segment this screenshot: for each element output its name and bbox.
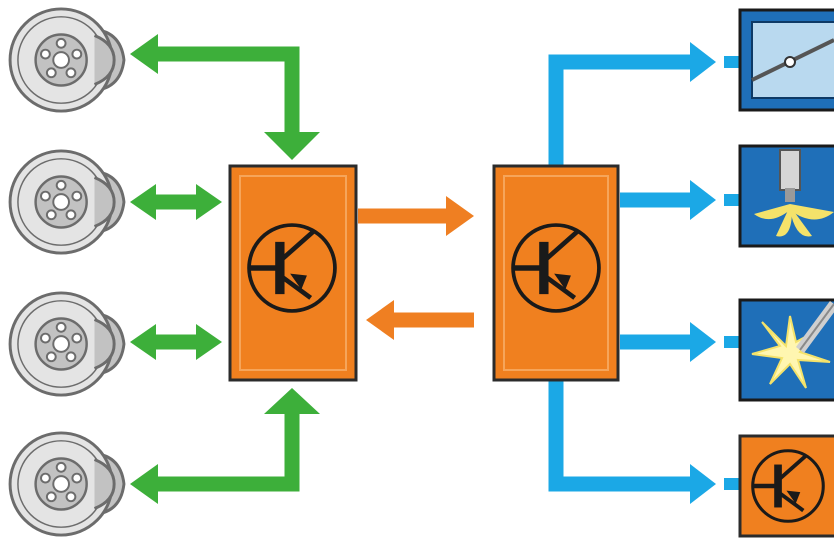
brake-disc-icon (8, 431, 126, 537)
brake-disc-icon (8, 149, 126, 255)
brake-disc-icon (8, 7, 126, 113)
module-link-arrows (358, 196, 474, 340)
spark-plug-icon (738, 298, 834, 402)
transistor-icon (738, 434, 834, 538)
fuel-injector-icon (738, 144, 834, 248)
output-devices (738, 8, 834, 538)
brake-discs (8, 7, 126, 537)
brake-disc-icon (8, 291, 126, 397)
central-control-module (492, 164, 620, 382)
brake-signal-arrows (130, 34, 320, 504)
brake-control-module (228, 164, 358, 382)
output-signal-arrows (548, 42, 740, 504)
windshield-wiper-icon (738, 8, 834, 112)
